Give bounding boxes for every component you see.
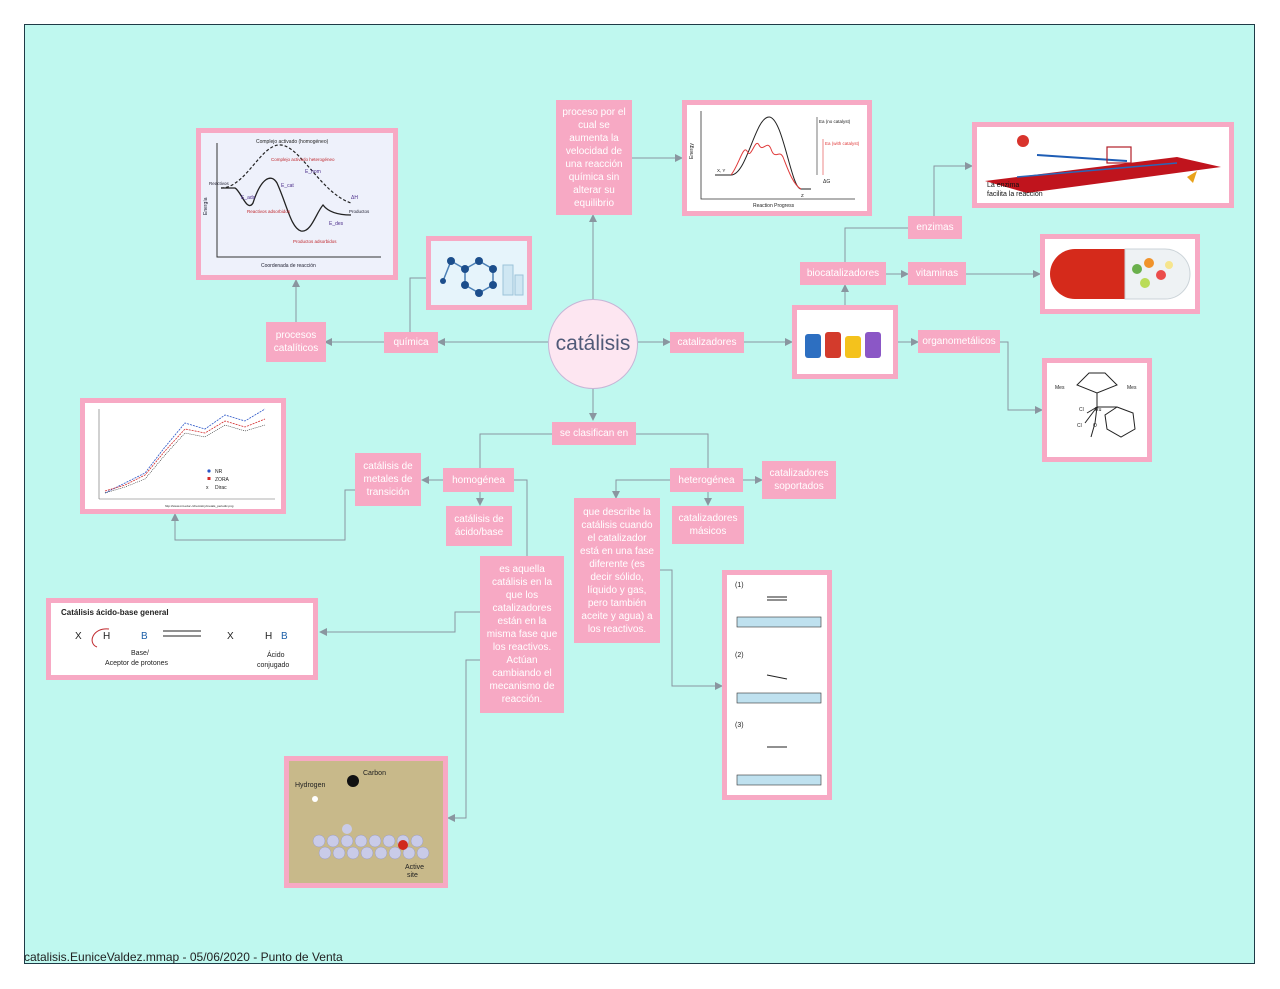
svg-text:http://www.mit.edu/~/chemistry: http://www.mit.edu/~/chemistry/metals_pe… bbox=[165, 504, 234, 508]
svg-text:Ea (no catalyst): Ea (no catalyst) bbox=[819, 119, 851, 124]
node-vitaminas[interactable]: vitaminas bbox=[908, 262, 966, 285]
node-masicos[interactable]: catalizadores másicos bbox=[672, 506, 744, 544]
energy-profile-es: Complejo activado (homogéneo) Complejo a… bbox=[203, 139, 381, 269]
svg-text:Complejo activado heterogéneo: Complejo activado heterogéneo bbox=[271, 157, 335, 162]
stages-graphic: (1) (2) (3) bbox=[735, 582, 822, 786]
beakers-image[interactable] bbox=[792, 305, 898, 379]
node-acido-base[interactable]: catálisis de ácido/base bbox=[446, 506, 512, 546]
svg-text:(3): (3) bbox=[735, 722, 744, 729]
surface-active-site-image[interactable]: Carbon Hydrogen Active site bbox=[284, 756, 448, 888]
svg-text:Productos: Productos bbox=[349, 209, 370, 214]
svg-text:X, Y: X, Y bbox=[717, 168, 725, 173]
node-catalizadores[interactable]: catalizadores bbox=[670, 332, 744, 353]
svg-text:E_cat: E_cat bbox=[281, 183, 294, 189]
svg-text:(1): (1) bbox=[735, 582, 744, 589]
node-homogenea[interactable]: homogénea bbox=[443, 468, 514, 492]
surface-graphic: Carbon Hydrogen Active site bbox=[295, 770, 430, 879]
node-heterogenea[interactable]: heterogénea bbox=[670, 468, 743, 492]
svg-text:E_ads: E_ads bbox=[241, 195, 256, 201]
relativistic-plot-image[interactable]: x NR ZORA Dirac http://www.mit.edu/~/che… bbox=[80, 398, 286, 514]
enzyme-graphic: La enzima facilita la reacción bbox=[985, 135, 1221, 198]
svg-text:NR: NR bbox=[215, 469, 223, 475]
svg-text:Hydrogen: Hydrogen bbox=[295, 782, 325, 789]
svg-text:Z: Z bbox=[801, 193, 804, 198]
energy-profile-en: Energy Reaction Progress Ea (no catalyst… bbox=[689, 111, 860, 209]
adsorption-stages-image[interactable]: (1) (2) (3) bbox=[722, 570, 832, 800]
svg-text:Catálisis ácido-base general: Catálisis ácido-base general bbox=[61, 608, 169, 617]
svg-text:ΔH: ΔH bbox=[351, 195, 358, 201]
svg-text:(2): (2) bbox=[735, 652, 744, 659]
svg-text:Aceptor de protones: Aceptor de protones bbox=[105, 660, 169, 667]
node-homogenea-definicion[interactable]: es aquella catálisis en la que los catal… bbox=[480, 556, 564, 713]
svg-text:Ru: Ru bbox=[1095, 407, 1102, 413]
svg-text:Cl: Cl bbox=[1079, 407, 1084, 413]
svg-text:Energía: Energía bbox=[203, 197, 209, 215]
svg-text:x: x bbox=[206, 485, 209, 491]
enzyme-image[interactable]: La enzima facilita la reacción bbox=[972, 122, 1234, 208]
molecule-graphic bbox=[440, 257, 524, 297]
svg-text:Cl: Cl bbox=[1077, 423, 1082, 429]
svg-text:B: B bbox=[281, 631, 288, 642]
svg-text:Ea (with catalyst): Ea (with catalyst) bbox=[825, 141, 860, 146]
svg-text:site: site bbox=[407, 872, 418, 879]
node-proceso[interactable]: proceso por el cual se aumenta la veloci… bbox=[556, 100, 632, 215]
ruthenium-complex-image[interactable]: Mes Mes Ru Cl Cl O bbox=[1042, 358, 1152, 462]
svg-text:X: X bbox=[75, 631, 82, 642]
svg-text:H: H bbox=[103, 631, 110, 642]
acid-base-image[interactable]: Catálisis ácido-base general X H B X H B… bbox=[46, 598, 318, 680]
svg-text:E_des: E_des bbox=[329, 221, 344, 227]
svg-text:La enzima: La enzima bbox=[987, 182, 1019, 189]
beakers-graphic bbox=[805, 332, 881, 358]
svg-text:Dirac: Dirac bbox=[215, 485, 227, 491]
svg-text:ΔG: ΔG bbox=[823, 179, 830, 185]
svg-text:Complejo activado (homogéneo): Complejo activado (homogéneo) bbox=[256, 139, 329, 145]
node-procesos-cataliticos[interactable]: procesos catalíticos bbox=[266, 322, 326, 362]
svg-text:B: B bbox=[141, 631, 148, 642]
svg-text:X: X bbox=[227, 631, 234, 642]
svg-text:Reactivos: Reactivos bbox=[209, 181, 230, 186]
footer-caption: catalisis.EuniceValdez.mmap - 05/06/2020… bbox=[24, 950, 343, 964]
molecule-image[interactable] bbox=[426, 236, 532, 310]
svg-text:Productos adsorbidos: Productos adsorbidos bbox=[293, 239, 337, 244]
node-organometalicos[interactable]: organometálicos bbox=[918, 330, 1000, 353]
svg-text:Active: Active bbox=[405, 864, 424, 871]
pill-graphic bbox=[1050, 248, 1191, 300]
svg-text:Mes: Mes bbox=[1127, 385, 1137, 391]
svg-text:Carbon: Carbon bbox=[363, 770, 386, 777]
node-enzimas[interactable]: enzimas bbox=[908, 216, 962, 239]
svg-text:Coordenada de reacción: Coordenada de reacción bbox=[261, 263, 316, 269]
svg-text:H: H bbox=[265, 631, 272, 642]
vitamin-pill-image[interactable] bbox=[1040, 234, 1200, 314]
energy-diagram-en-image[interactable]: Energy Reaction Progress Ea (no catalyst… bbox=[682, 100, 872, 216]
energy-diagram-es-image[interactable]: Complejo activado (homogéneo) Complejo a… bbox=[196, 128, 398, 280]
svg-text:Ácido: Ácido bbox=[267, 650, 285, 659]
svg-text:ZORA: ZORA bbox=[215, 477, 230, 483]
svg-text:Reactivos adsorbidos: Reactivos adsorbidos bbox=[247, 209, 291, 214]
node-quimica[interactable]: química bbox=[384, 332, 438, 353]
node-heterogenea-definicion[interactable]: que describe la catálisis cuando el cata… bbox=[574, 498, 660, 643]
svg-text:Mes: Mes bbox=[1055, 385, 1065, 391]
complex-structure: Mes Mes Ru Cl Cl O bbox=[1055, 372, 1137, 438]
svg-text:O: O bbox=[1093, 423, 1097, 429]
node-se-clasifican[interactable]: se clasifican en bbox=[552, 422, 636, 445]
svg-text:E_hom: E_hom bbox=[305, 169, 321, 175]
svg-text:Energy: Energy bbox=[689, 143, 695, 159]
node-soportados[interactable]: catalizadores soportados bbox=[762, 461, 836, 499]
acid-base-scheme: Catálisis ácido-base general X H B X H B… bbox=[61, 608, 289, 669]
central-topic[interactable]: catálisis bbox=[548, 299, 638, 389]
svg-text:conjugado: conjugado bbox=[257, 662, 289, 669]
node-metales-transicion[interactable]: catálisis de metales de transición bbox=[355, 453, 421, 506]
svg-text:Base/: Base/ bbox=[131, 650, 149, 657]
plot-graphic: x NR ZORA Dirac http://www.mit.edu/~/che… bbox=[98, 408, 275, 508]
svg-text:facilita la reacción: facilita la reacción bbox=[987, 191, 1043, 198]
node-biocatalizadores[interactable]: biocatalizadores bbox=[800, 262, 886, 285]
svg-text:Reaction Progress: Reaction Progress bbox=[753, 203, 795, 209]
